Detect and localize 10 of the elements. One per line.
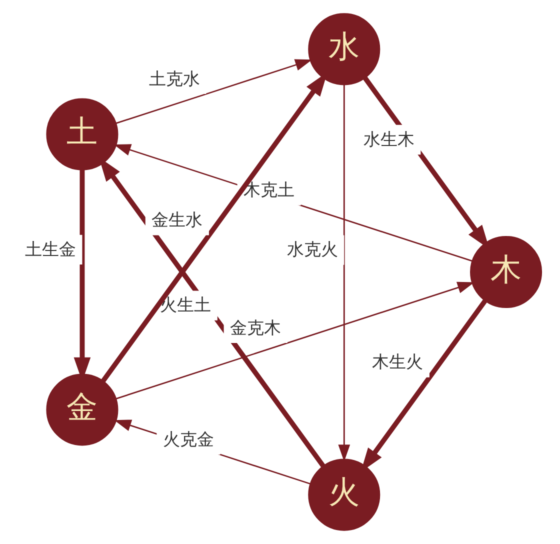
edge-label: 水生木 <box>363 128 414 149</box>
edge-label: 金克木 <box>230 317 282 338</box>
edge-label: 火生土 <box>160 294 212 315</box>
edge-label: 木克土 <box>244 180 295 200</box>
edge-label: 水克火 <box>286 239 338 260</box>
edge-label: 火克金 <box>163 428 214 449</box>
edge-label: 土克水 <box>148 68 200 88</box>
edge-label: 金生水 <box>152 210 203 230</box>
edge-label: 木生火 <box>372 352 424 372</box>
edge-label: 土生金 <box>25 238 76 259</box>
